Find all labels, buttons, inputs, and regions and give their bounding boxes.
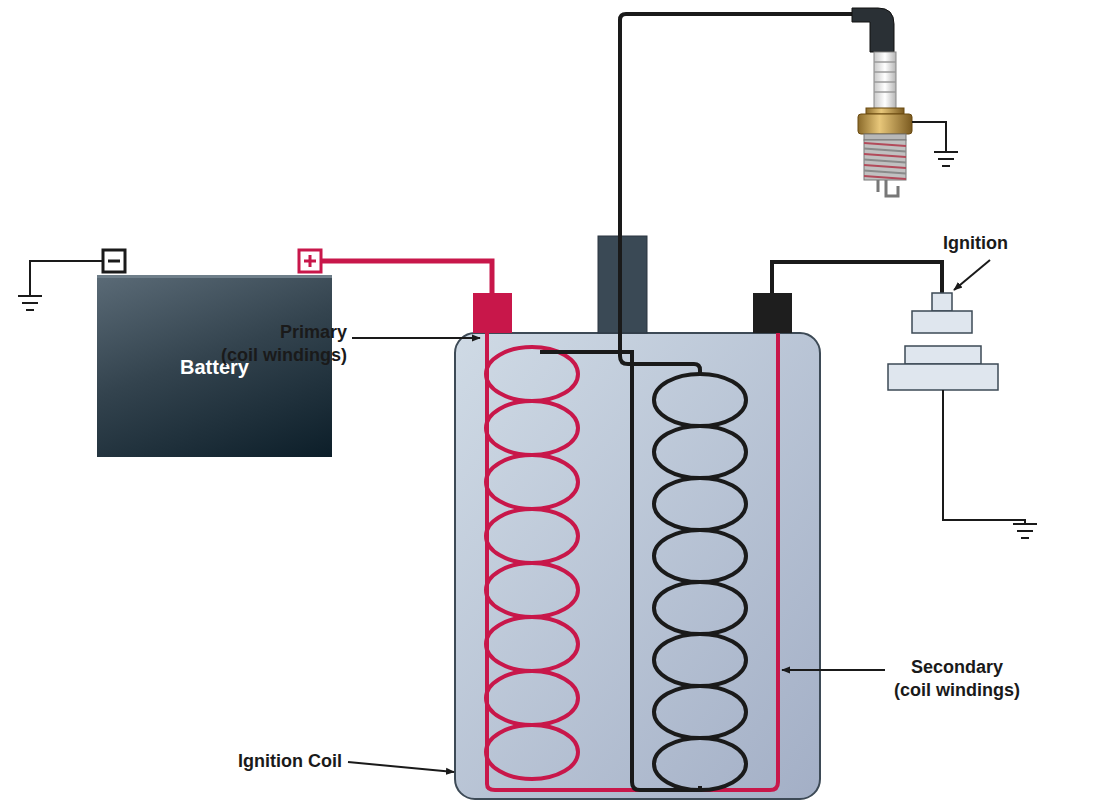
plug-washer: [864, 134, 906, 140]
thread-stroke: [864, 154, 906, 157]
primary-loop: [486, 509, 578, 563]
thread-stroke: [864, 171, 906, 174]
ignition-switch: [888, 293, 998, 390]
thread-stroke: [864, 160, 906, 163]
leader-arrow: [782, 669, 885, 671]
secondary-loop: [654, 686, 746, 738]
battery-box: Battery: [97, 275, 332, 457]
plug-shell-top: [866, 108, 904, 114]
switch-ground-wire: [943, 390, 1025, 524]
plug-threads: [864, 143, 906, 179]
spark-plug: [852, 8, 912, 196]
callout-label: Ignition Coil: [238, 750, 342, 773]
coil-tower: [598, 236, 647, 333]
plug-electrodes: [878, 180, 898, 196]
primary-wire: [487, 333, 778, 790]
ground-symbol: [18, 296, 42, 310]
switch-wire: [772, 262, 942, 293]
thread-stroke: [864, 176, 906, 179]
plus-sign: [304, 255, 316, 267]
secondary-loop: [654, 634, 746, 686]
primary-terminal: [473, 293, 512, 333]
secondary-windings: [654, 374, 746, 790]
primary-loop: [486, 563, 578, 617]
primary-loop: [486, 455, 578, 509]
ground-symbol: [934, 152, 958, 166]
minus-sign: [108, 260, 120, 263]
leader-arrow: [954, 260, 990, 290]
leader-arrow: [348, 762, 454, 772]
positive-terminal: [299, 250, 321, 272]
plug-boot: [852, 8, 894, 52]
secondary-loop: [654, 582, 746, 634]
callout-label: Ignition: [943, 232, 1008, 255]
leader-arrow: [352, 337, 480, 339]
ground-wire: [30, 261, 103, 296]
thread-stroke: [864, 165, 906, 168]
primary-loop: [486, 617, 578, 671]
thread-stroke: [864, 143, 906, 146]
high-tension-lead: [620, 14, 858, 374]
primary-loop: [486, 401, 578, 455]
secondary-wire: [540, 352, 700, 790]
insulator-ribs: [874, 62, 896, 92]
secondary-loop: [654, 478, 746, 530]
primary-loop: [486, 347, 578, 401]
plug-hex: [858, 114, 912, 134]
thread-stroke: [864, 149, 906, 152]
coil-housing: [455, 333, 820, 799]
positive-wire: [321, 261, 492, 295]
plug-insulator: [874, 52, 896, 110]
negative-terminal: [103, 250, 125, 272]
secondary-loop: [654, 374, 746, 426]
callout-label: Secondary (coil windings): [892, 656, 1022, 703]
primary-loop: [486, 671, 578, 725]
secondary-terminal: [753, 293, 792, 333]
secondary-loop: [654, 530, 746, 582]
plug-thread-body: [864, 140, 906, 180]
secondary-loop: [654, 738, 746, 790]
plug-ground-wire: [912, 122, 946, 152]
primary-loop: [486, 725, 578, 779]
secondary-loop: [654, 426, 746, 478]
callout-label: Primary (coil windings): [217, 321, 347, 368]
primary-windings: [486, 347, 578, 779]
ground-symbol: [1013, 524, 1037, 538]
